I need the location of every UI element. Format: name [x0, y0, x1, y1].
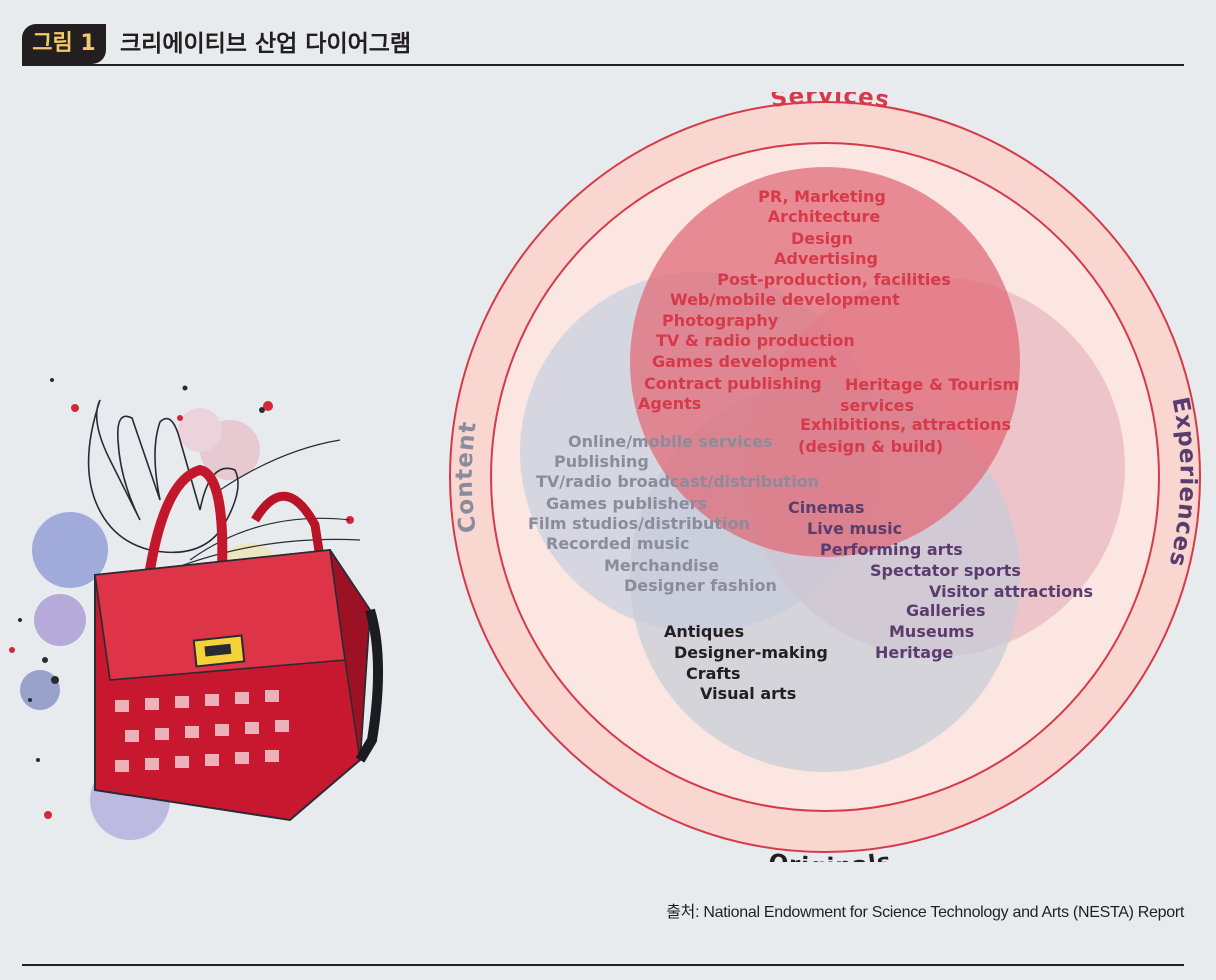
- services-experiences-item-label: Heritage & Tourism: [845, 375, 1019, 394]
- content-item-label: Merchandise: [604, 556, 719, 575]
- services-item-label: Architecture: [768, 207, 881, 226]
- content-item-label: Designer fashion: [624, 576, 777, 595]
- handbag-illustration: [9, 378, 383, 840]
- header-divider: [22, 64, 1184, 66]
- ring-label-services: Services: [769, 92, 892, 114]
- services-circle: [630, 167, 1020, 557]
- services-experiences-item-label: Exhibitions, attractions: [800, 415, 1011, 434]
- experiences-item-label: Cinemas: [788, 498, 864, 517]
- services-item-label: Design: [791, 229, 853, 248]
- services-item-label: PR, Marketing: [758, 187, 886, 206]
- experiences-item-label: Visitor attractions: [929, 582, 1093, 601]
- originals-item-label: Designer-making: [674, 643, 828, 662]
- footer-divider: [22, 964, 1184, 966]
- services-item-label: Web/mobile development: [670, 290, 900, 309]
- figure-title: 크리에이티브 산업 다이어그램: [120, 31, 412, 57]
- services-experiences-item-label: services: [840, 396, 914, 415]
- source-citation: 출처: National Endowment for Science Techn…: [666, 904, 1184, 921]
- originals-item-label: Antiques: [664, 622, 744, 641]
- content-item-label: Film studios/distribution: [528, 514, 750, 533]
- originals-item-label: Crafts: [686, 664, 741, 683]
- diagram-items: PR, MarketingArchitectureDesignAdvertisi…: [528, 187, 1093, 703]
- experiences-item-label: Spectator sports: [870, 561, 1021, 580]
- services-item-label: Contract publishing: [644, 374, 822, 393]
- experiences-item-label: Live music: [807, 519, 902, 538]
- content-item-label: TV/radio broadcast/distribution: [536, 472, 819, 491]
- content-item-label: Recorded music: [546, 534, 689, 553]
- services-item-label: TV & radio production: [656, 331, 855, 350]
- originals-item-label: Visual arts: [700, 684, 796, 703]
- figure-header: 그림 1 크리에이티브 산업 다이어그램: [22, 24, 1184, 66]
- figure-badge: 그림 1: [22, 24, 106, 64]
- experiences-item-label: Galleries: [906, 601, 986, 620]
- services-item-label: Games development: [652, 352, 837, 371]
- services-item-label: Photography: [662, 311, 779, 330]
- services-item-label: Post-production, facilities: [717, 270, 951, 289]
- experiences-item-label: Heritage: [875, 643, 954, 662]
- creative-industries-venn-diagram: Services Originals Content Experiences P…: [449, 92, 1201, 862]
- experiences-item-label: Museums: [889, 622, 974, 641]
- ring-label-content: Content: [452, 419, 482, 534]
- content-item-label: Online/mobile services: [568, 432, 773, 451]
- content-item-label: Games publishers: [546, 494, 707, 513]
- services-item-label: Agents: [638, 394, 701, 413]
- services-experiences-item-label: (design & build): [798, 437, 943, 456]
- services-item-label: Advertising: [774, 249, 878, 268]
- content-item-label: Publishing: [554, 452, 649, 471]
- experiences-item-label: Performing arts: [820, 540, 963, 559]
